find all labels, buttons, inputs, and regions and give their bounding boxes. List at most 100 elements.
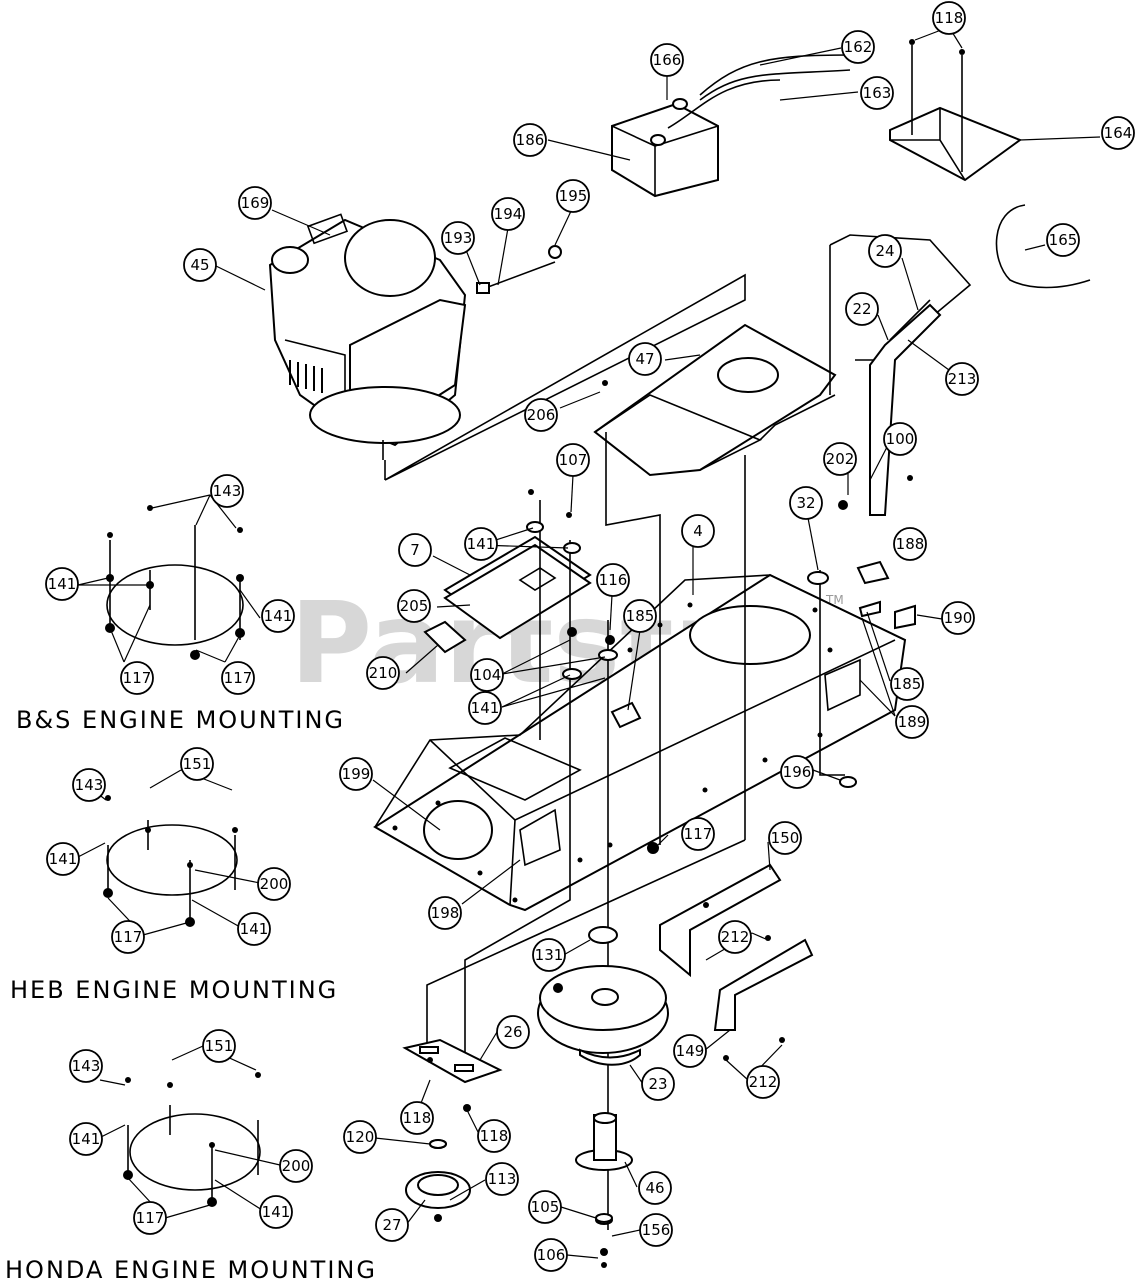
- callout-143[interactable]: 143: [72, 768, 106, 802]
- callout-210[interactable]: 210: [366, 656, 400, 690]
- callout-118[interactable]: 118: [400, 1101, 434, 1135]
- callout-150[interactable]: 150: [768, 821, 802, 855]
- callout-107[interactable]: 107: [556, 443, 590, 477]
- svg-text:190: 190: [944, 609, 973, 627]
- svg-text:24: 24: [875, 242, 894, 260]
- callout-141[interactable]: 141: [237, 912, 271, 946]
- callout-100[interactable]: 100: [883, 422, 917, 456]
- callout-113[interactable]: 113: [485, 1162, 519, 1196]
- callout-27[interactable]: 27: [375, 1208, 409, 1242]
- callout-200[interactable]: 200: [279, 1149, 313, 1183]
- callout-141[interactable]: 141: [69, 1122, 103, 1156]
- callout-45[interactable]: 45: [183, 248, 217, 282]
- callout-141[interactable]: 141: [45, 567, 79, 601]
- callout-118[interactable]: 118: [932, 1, 966, 35]
- callout-156[interactable]: 156: [639, 1213, 673, 1247]
- svg-text:189: 189: [898, 713, 927, 731]
- svg-text:23: 23: [648, 1075, 667, 1093]
- engine: [268, 213, 467, 460]
- battery: [611, 54, 851, 198]
- callout-24[interactable]: 24: [868, 234, 902, 268]
- svg-text:151: 151: [183, 755, 212, 773]
- svg-text:212: 212: [749, 1073, 778, 1091]
- callout-141[interactable]: 141: [259, 1195, 293, 1229]
- idler-bracket: [402, 1038, 503, 1084]
- callout-47[interactable]: 47: [628, 342, 662, 376]
- callout-106[interactable]: 106: [534, 1238, 568, 1272]
- callout-141[interactable]: 141: [464, 527, 498, 561]
- svg-text:141: 141: [72, 1130, 101, 1148]
- callout-205[interactable]: 205: [397, 589, 431, 623]
- callout-22[interactable]: 22: [845, 292, 879, 326]
- svg-text:113: 113: [488, 1170, 517, 1188]
- svg-text:117: 117: [123, 669, 152, 687]
- callout-46[interactable]: 46: [638, 1171, 672, 1205]
- callout-190[interactable]: 190: [941, 601, 975, 635]
- callout-104[interactable]: 104: [470, 658, 504, 692]
- callout-105[interactable]: 105: [528, 1190, 562, 1224]
- callout-117[interactable]: 117: [133, 1201, 167, 1235]
- callout-117[interactable]: 117: [221, 661, 255, 695]
- callout-4[interactable]: 4: [681, 514, 715, 548]
- callout-23[interactable]: 23: [641, 1067, 675, 1101]
- svg-text:210: 210: [369, 664, 398, 682]
- svg-text:185: 185: [626, 607, 655, 625]
- callout-162[interactable]: 162: [841, 30, 875, 64]
- svg-text:118: 118: [480, 1127, 509, 1145]
- svg-text:186: 186: [516, 131, 545, 149]
- callout-120[interactable]: 120: [343, 1120, 377, 1154]
- svg-text:149: 149: [676, 1042, 705, 1060]
- svg-text:46: 46: [645, 1179, 664, 1197]
- bs-mounting-title: B&S ENGINE MOUNTING: [16, 706, 345, 734]
- callout-185[interactable]: 185: [890, 667, 924, 701]
- callout-206[interactable]: 206: [524, 398, 558, 432]
- callout-195[interactable]: 195: [556, 179, 590, 213]
- callout-143[interactable]: 143: [69, 1049, 103, 1083]
- svg-text:47: 47: [635, 350, 654, 368]
- callout-117[interactable]: 117: [120, 661, 154, 695]
- callout-163[interactable]: 163: [860, 76, 894, 110]
- svg-text:32: 32: [796, 494, 815, 512]
- callout-143[interactable]: 143: [210, 474, 244, 508]
- callout-149[interactable]: 149: [673, 1034, 707, 1068]
- svg-text:196: 196: [783, 763, 812, 781]
- callout-185[interactable]: 185: [623, 599, 657, 633]
- callout-193[interactable]: 193: [441, 221, 475, 255]
- callout-141[interactable]: 141: [46, 842, 80, 876]
- callout-189[interactable]: 189: [895, 705, 929, 739]
- callout-196[interactable]: 196: [780, 755, 814, 789]
- svg-text:143: 143: [213, 482, 242, 500]
- callout-32[interactable]: 32: [789, 486, 823, 520]
- callout-166[interactable]: 166: [650, 43, 684, 77]
- callout-26[interactable]: 26: [496, 1015, 530, 1049]
- callout-7[interactable]: 7: [398, 533, 432, 567]
- svg-text:143: 143: [72, 1057, 101, 1075]
- callout-212[interactable]: 212: [718, 920, 752, 954]
- callout-151[interactable]: 151: [202, 1029, 236, 1063]
- callout-141[interactable]: 141: [261, 599, 295, 633]
- callout-188[interactable]: 188: [893, 527, 927, 561]
- callout-131[interactable]: 131: [532, 938, 566, 972]
- svg-text:117: 117: [114, 928, 143, 946]
- callout-199[interactable]: 199: [339, 757, 373, 791]
- svg-text:26: 26: [503, 1023, 522, 1041]
- callout-117[interactable]: 117: [111, 920, 145, 954]
- callout-164[interactable]: 164: [1101, 116, 1135, 150]
- svg-text:141: 141: [240, 920, 269, 938]
- callout-151[interactable]: 151: [180, 747, 214, 781]
- callout-212[interactable]: 212: [746, 1065, 780, 1099]
- callout-165[interactable]: 165: [1046, 223, 1080, 257]
- callout-202[interactable]: 202: [823, 442, 857, 476]
- svg-text:212: 212: [721, 928, 750, 946]
- callout-118[interactable]: 118: [477, 1119, 511, 1153]
- callout-198[interactable]: 198: [428, 896, 462, 930]
- callout-117[interactable]: 117: [681, 817, 715, 851]
- callout-116[interactable]: 116: [596, 563, 630, 597]
- callout-200[interactable]: 200: [257, 867, 291, 901]
- callout-194[interactable]: 194: [491, 197, 525, 231]
- callout-169[interactable]: 169: [238, 186, 272, 220]
- callout-213[interactable]: 213: [945, 362, 979, 396]
- callout-186[interactable]: 186: [513, 123, 547, 157]
- svg-text:7: 7: [410, 541, 420, 559]
- callout-141[interactable]: 141: [468, 691, 502, 725]
